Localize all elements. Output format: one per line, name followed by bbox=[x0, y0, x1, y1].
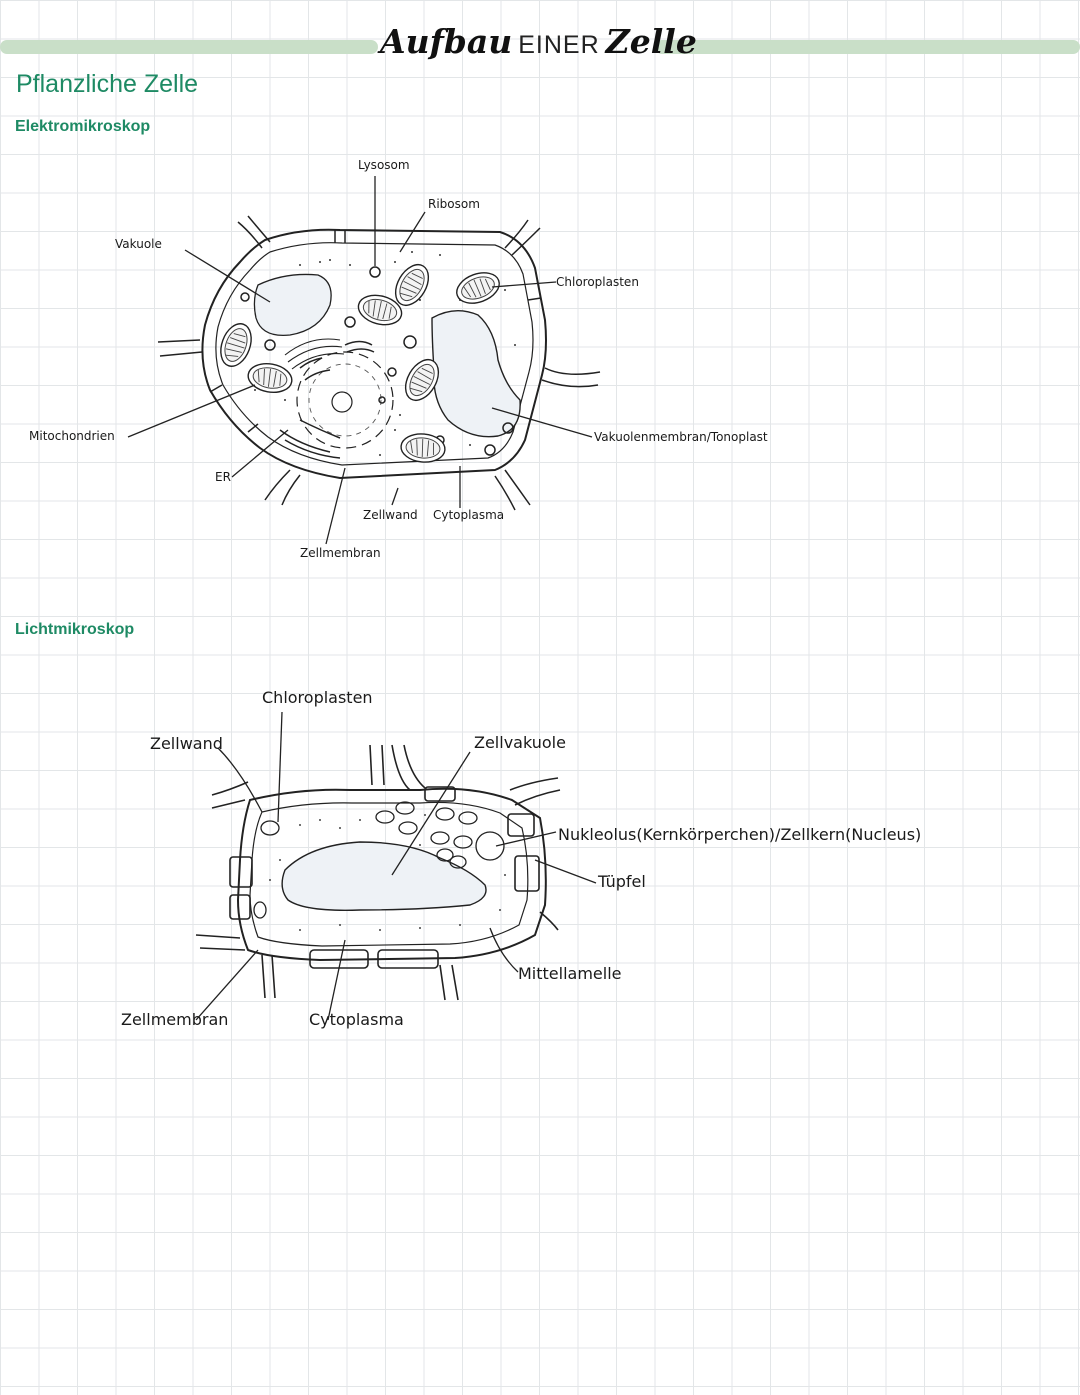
em-label-er: ER bbox=[215, 470, 231, 484]
em-label-zellwand: Zellwand bbox=[363, 508, 418, 522]
lm-cell-drawing bbox=[195, 744, 561, 1001]
lm-label-zellmembran: Zellmembran bbox=[121, 1010, 229, 1029]
lm-label-tuepfel: Tüpfel bbox=[598, 872, 646, 891]
em-label-vakuole: Vakuole bbox=[115, 237, 162, 251]
heading-pflanzliche-zelle: Pflanzliche Zelle bbox=[16, 70, 199, 98]
em-cell-drawing bbox=[157, 215, 601, 511]
em-label-chloroplasten: Chloroplasten bbox=[556, 275, 639, 289]
em-label-lysosom: Lysosom bbox=[358, 158, 410, 172]
em-label-vakuolenmembran: Vakuolenmembran/Tonoplast bbox=[594, 430, 768, 444]
em-label-mitochondrien: Mitochondrien bbox=[29, 429, 115, 443]
lm-label-nukleolus-zellkern: Nukleolus(Kernkörperchen)/Zellkern(Nucle… bbox=[558, 825, 922, 844]
em-label-ribosom: Ribosom bbox=[428, 197, 480, 211]
lm-label-zellvakuole: Zellvakuole bbox=[474, 733, 566, 752]
section-elektromikroskop: Elektromikroskop bbox=[15, 118, 151, 135]
title-part-1: Aufbau bbox=[380, 22, 513, 61]
lm-leader-lines bbox=[195, 711, 597, 1021]
title-bar-left bbox=[0, 40, 378, 54]
section-lichtmikroskop: Lichtmikroskop bbox=[15, 621, 135, 638]
title-part-2: EINER bbox=[518, 31, 600, 59]
lm-label-mittellamelle: Mittellamelle bbox=[518, 964, 622, 983]
em-label-zellmembran: Zellmembran bbox=[300, 546, 381, 560]
lm-label-cytoplasma: Cytoplasma bbox=[309, 1010, 404, 1029]
title-part-3: Zelle bbox=[605, 22, 697, 61]
em-label-cytoplasma: Cytoplasma bbox=[433, 508, 505, 522]
title-bar-right bbox=[655, 40, 1080, 54]
em-leader-lines bbox=[127, 176, 593, 545]
lm-label-chloroplasten: Chloroplasten bbox=[262, 688, 373, 707]
lm-label-zellwand: Zellwand bbox=[150, 734, 223, 753]
